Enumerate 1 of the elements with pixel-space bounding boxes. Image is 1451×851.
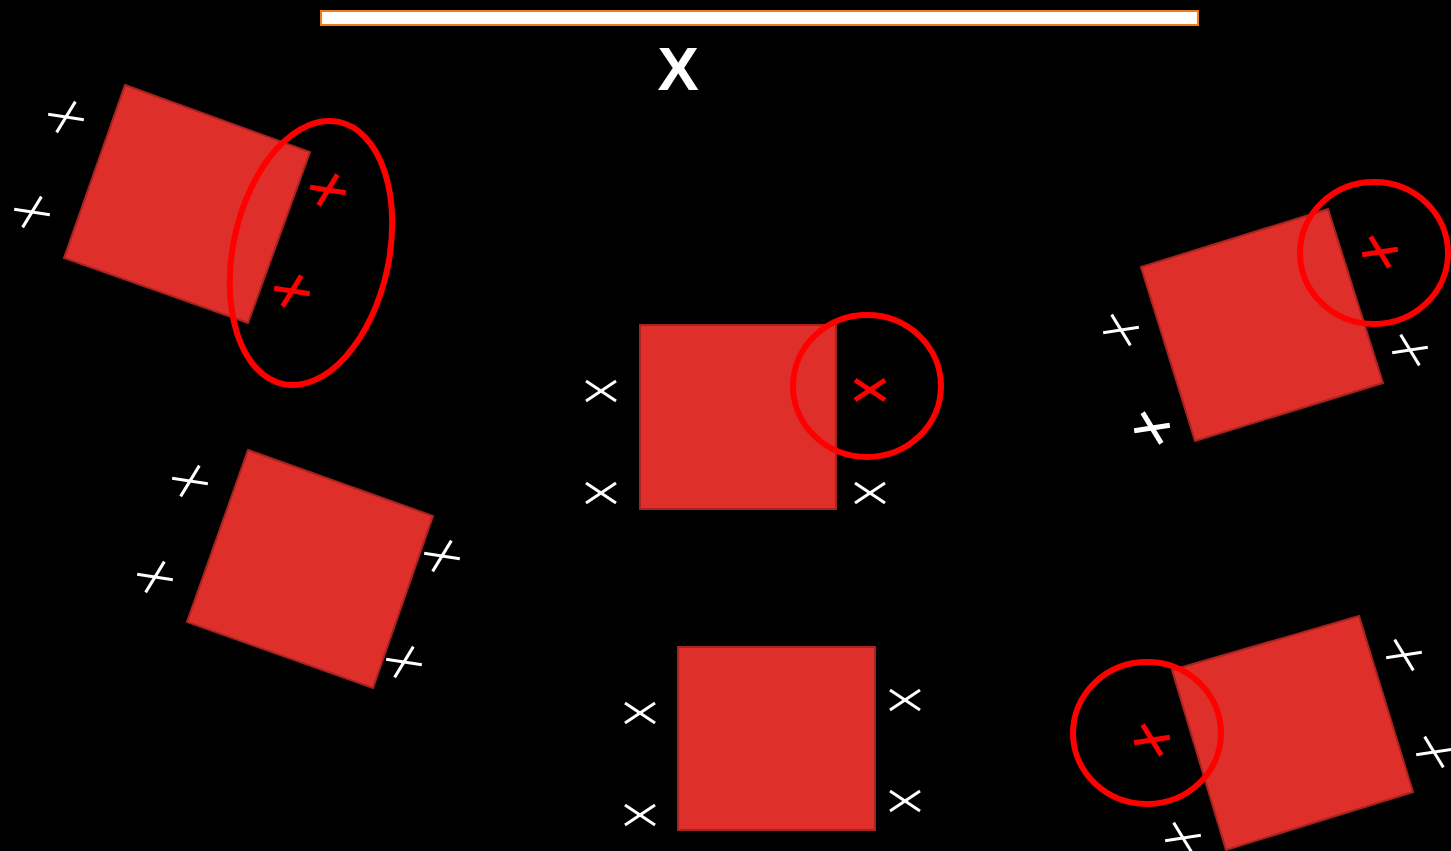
heading-letter: X	[657, 38, 699, 100]
